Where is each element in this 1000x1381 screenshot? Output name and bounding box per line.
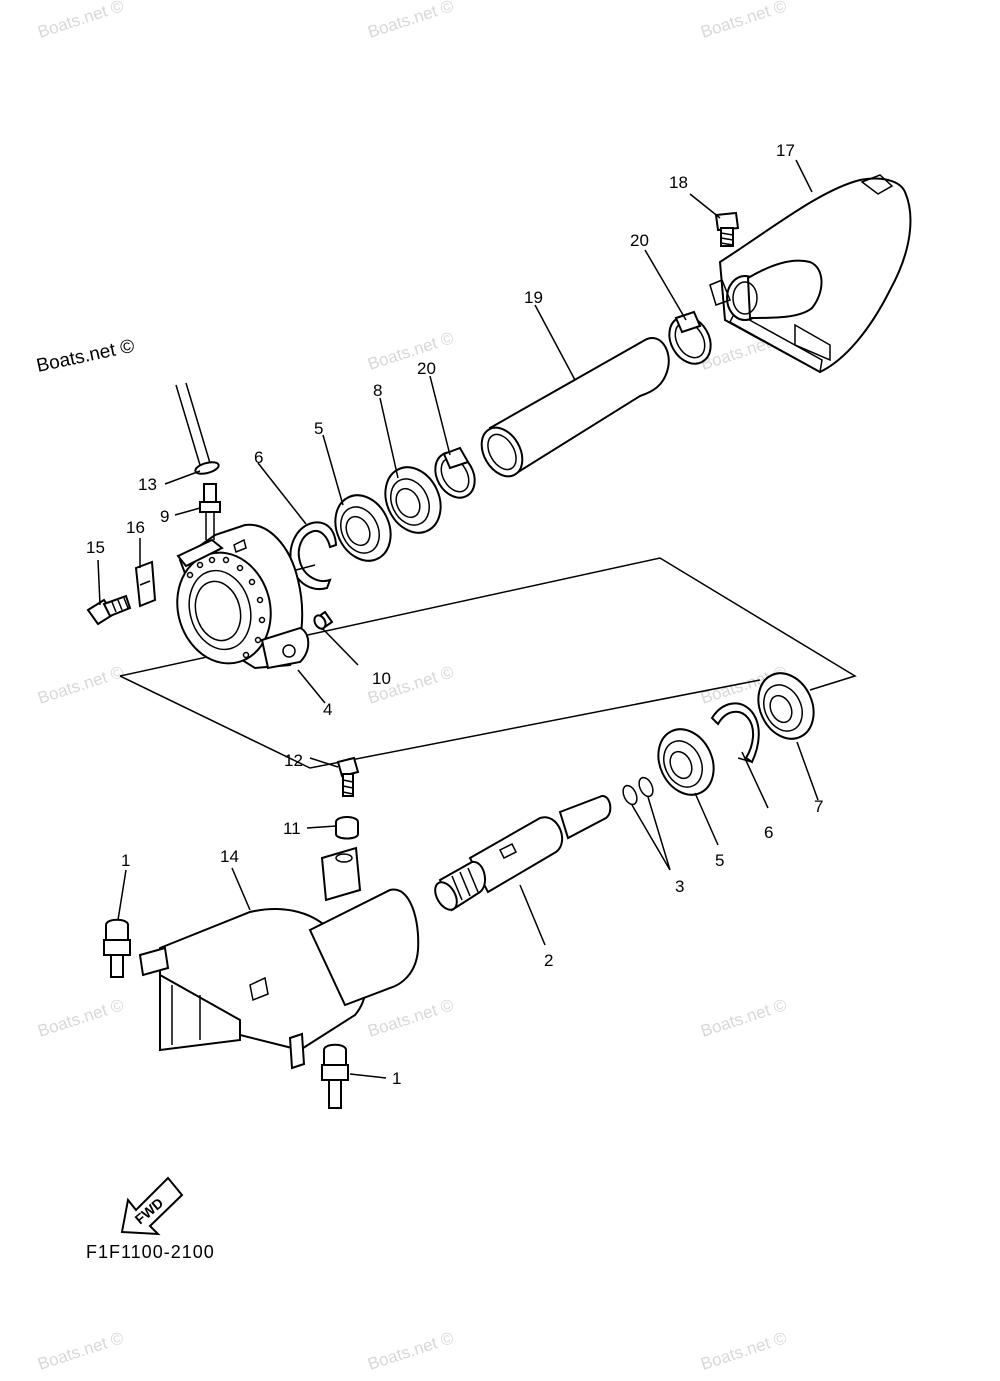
callout-6-upper: 6 — [254, 448, 263, 467]
bolt-hole-ring — [186, 556, 266, 659]
part-19-hose — [480, 337, 670, 478]
callout-5-upper: 5 — [314, 419, 323, 438]
callout-5-lower: 5 — [715, 851, 724, 870]
callout-12: 12 — [284, 751, 303, 770]
callout-10: 10 — [372, 669, 391, 688]
part-9-fitting — [199, 483, 221, 540]
part-11-collar — [335, 816, 359, 840]
callout-18: 18 — [669, 173, 688, 192]
part-6-circlip-lower — [710, 702, 760, 764]
callout-1-right: 1 — [392, 1069, 401, 1088]
callout-11: 11 — [283, 819, 301, 838]
exploded-view-outline — [119, 557, 857, 691]
fwd-arrow-icon: FWD — [120, 1176, 184, 1236]
callout-2: 2 — [544, 951, 553, 970]
callout-17: 17 — [776, 141, 795, 160]
part-5-bearing-lower — [657, 728, 715, 796]
callout-3: 3 — [675, 877, 684, 896]
part-3-o-rings — [622, 776, 654, 806]
part-1-bolt-left — [103, 918, 131, 978]
part-8-bearing — [384, 466, 442, 534]
callout-20-lower: 20 — [417, 359, 436, 378]
leader-lines — [97, 159, 819, 1079]
watermark-text: Boats.net © — [365, 1328, 456, 1374]
part-10-dowel-pin — [313, 610, 334, 631]
part-17-intake-cover — [709, 174, 912, 374]
part-2-drive-shaft — [434, 795, 612, 912]
callout-1-left: 1 — [121, 851, 130, 870]
watermark-text: Boats.net © — [35, 662, 126, 708]
callout-4: 4 — [323, 700, 332, 719]
part-20-hose-clamp-upper — [668, 310, 712, 365]
callout-14: 14 — [220, 847, 239, 866]
callout-20-upper: 20 — [630, 231, 649, 250]
part-4-bearing-housing — [176, 523, 310, 670]
part-18-bolt — [714, 211, 740, 247]
exploded-view-outline — [119, 675, 761, 769]
callout-8: 8 — [373, 381, 382, 400]
watermark-layer: Boats.net © Boats.net © Boats.net © Boat… — [35, 0, 789, 1374]
watermark-text: Boats.net © — [365, 0, 456, 42]
callout-7: 7 — [814, 797, 823, 816]
watermark-text: Boats.net © — [698, 0, 789, 42]
callout-13: 13 — [138, 475, 157, 494]
watermark-text: Boats.net © — [35, 995, 126, 1041]
watermark-text: Boats.net © — [698, 995, 789, 1041]
callout-15: 15 — [86, 538, 105, 557]
watermark-text: Boats.net © — [698, 1328, 789, 1374]
callout-labels: 17 18 20 19 20 8 5 6 13 9 16 15 10 4 12 … — [86, 141, 823, 1088]
callout-19: 19 — [524, 288, 543, 307]
watermark-text: Boats.net © — [365, 328, 456, 374]
part-7-bearing — [757, 672, 815, 740]
part-16-plate — [134, 560, 157, 608]
figure-code: F1F1100-2100 — [86, 1242, 215, 1262]
part-14-shaft-housing — [138, 846, 420, 1070]
part-5-bearing-upper — [334, 494, 392, 562]
watermark-text: Boats.net © — [365, 995, 456, 1041]
brand-label: Boats.net © — [35, 336, 137, 377]
callout-6-lower: 6 — [764, 823, 773, 842]
part-6-circlip-upper — [289, 521, 338, 590]
part-15-bolt — [86, 594, 132, 626]
callout-9: 9 — [160, 507, 169, 526]
watermark-text: Boats.net © — [35, 1328, 126, 1374]
callout-16: 16 — [126, 518, 145, 537]
part-13-hose-clip — [175, 382, 220, 475]
watermark-text: Boats.net © — [35, 0, 126, 42]
part-12-bolt — [336, 756, 360, 797]
part-1-bolt-right — [321, 1043, 349, 1109]
